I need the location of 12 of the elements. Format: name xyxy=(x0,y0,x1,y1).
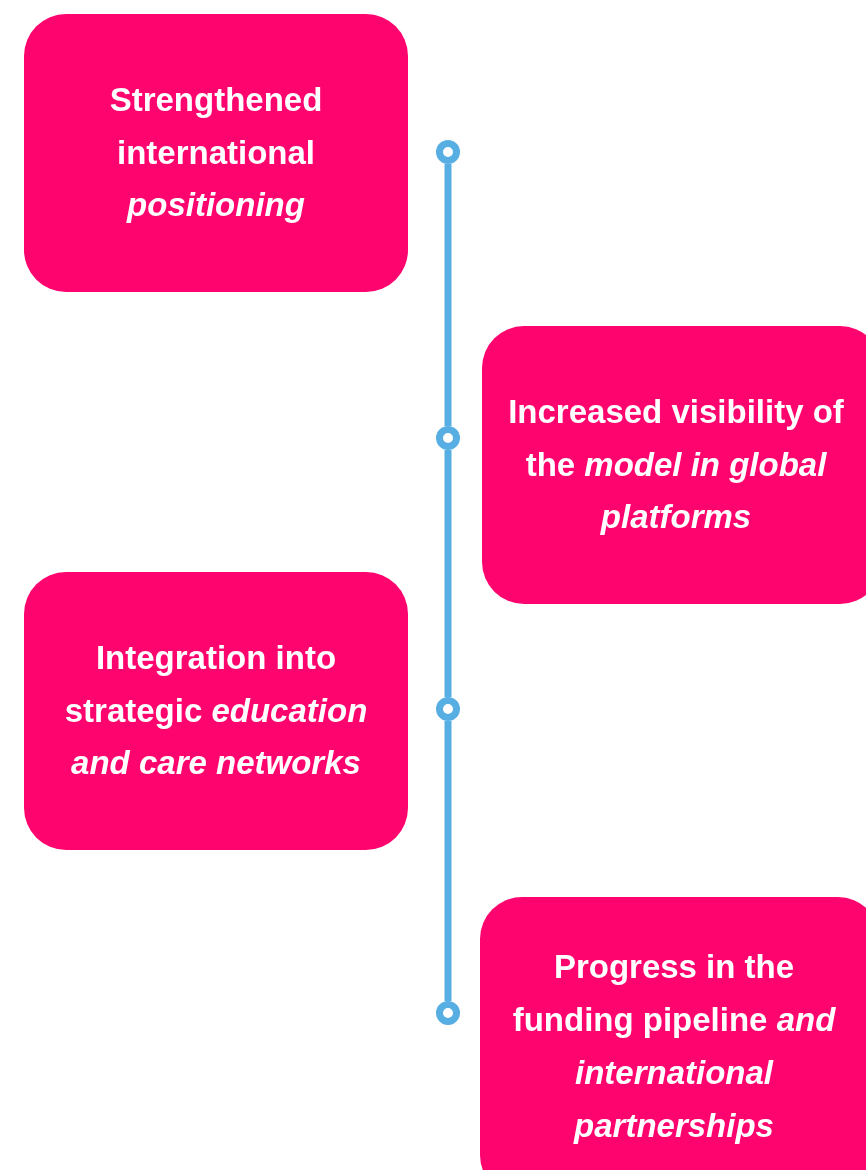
milestone-text: Progress in the funding pipeline and international partnerships xyxy=(511,947,837,1146)
timeline-marker xyxy=(436,140,460,164)
timeline-marker xyxy=(436,1001,460,1025)
milestone-box xyxy=(24,14,408,292)
milestone-text: Strengthened international positioning xyxy=(108,79,324,226)
timeline-marker xyxy=(436,697,460,721)
milestone-box xyxy=(480,897,866,1170)
milestone-box xyxy=(24,572,408,850)
milestone-text: Integration into strategic education and care networks xyxy=(63,637,369,784)
milestone-box xyxy=(482,326,866,604)
milestone-text: Increased visibility of the model in global platforms xyxy=(507,391,845,538)
timeline-marker xyxy=(436,426,460,450)
